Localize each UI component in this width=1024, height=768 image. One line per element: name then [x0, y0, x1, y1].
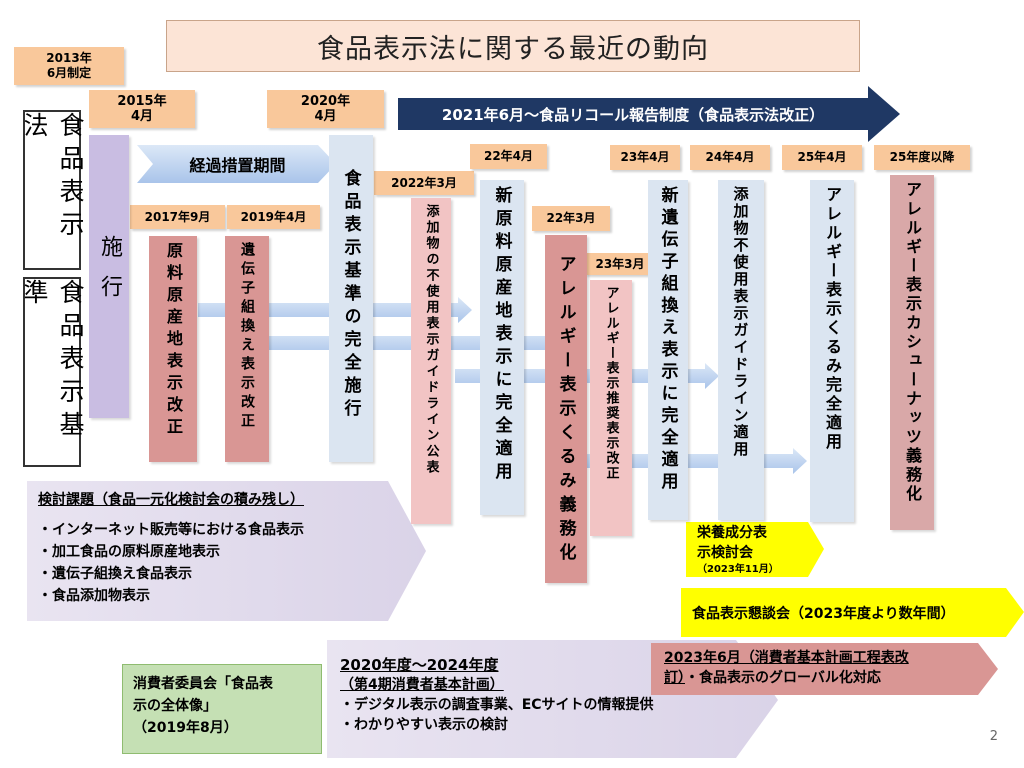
nutrition-line1: 栄養成分表: [697, 525, 767, 541]
column-tenkaguide: 添加物不使用表示ガイドライン適用: [718, 180, 764, 520]
column-tenka: 添加物の不使用表示ガイドライン公表: [411, 198, 451, 524]
issues-item: ・食品添加物表示: [38, 588, 150, 604]
standard-label-text: 食品表示基準: [20, 279, 85, 444]
basic-plan-arrow: [651, 643, 998, 695]
kondankai-label: 食品表示懇談会（2023年度より数年間）: [692, 605, 955, 622]
plan-line3: ・デジタル表示の調査事業、ECサイトの情報提供: [340, 697, 654, 713]
consumer-committee-line2: 示の全体像」: [133, 698, 217, 714]
column-kanzen-text: 食品表示基準の完全施行: [340, 169, 361, 422]
plan-line4: ・わかりやすい表示の検討: [340, 717, 508, 733]
date-23-4: 23年4月: [610, 145, 680, 170]
basic-plan-line1: 2023年6月（消費者基本計画工程表改: [664, 650, 909, 666]
column-suisho-text: アレルギー表示推奨表示改正: [603, 286, 619, 481]
column-genryo: 原料原産地表示改正: [149, 236, 197, 462]
column-shingenryo-text: 新原料原産地表示に完全適用: [491, 186, 512, 485]
issues-item: ・加工食品の原料原産地表示: [38, 544, 220, 560]
date-2019-4: 2019年4月: [227, 205, 320, 229]
nutrition-arrow: [686, 522, 824, 577]
date-23-3: 23年3月: [585, 253, 655, 275]
consumer-committee-line3: （2019年8月）: [133, 720, 238, 736]
transition-label: 経過措置期間: [189, 156, 286, 175]
date-2013: 2013年 6月制定: [14, 47, 124, 85]
standard-label: 食品表示基準: [20, 277, 85, 467]
nutrition-line2: 示検討会: [697, 545, 753, 561]
consumer-committee-box: 消費者委員会「食品表 示の全体像」 （2019年8月）: [122, 664, 322, 754]
date-22-3: 22年3月: [532, 206, 610, 231]
date-24-4: 24年4月: [690, 145, 770, 170]
page-title: 食品表示法に関する最近の動向: [166, 20, 860, 72]
column-tenka-text: 添加物の不使用表示ガイドライン公表: [423, 204, 439, 476]
issues-heading: 検討課題（食品一元化検討会の積み残し）: [38, 492, 304, 508]
recall-banner-arrow: [398, 86, 900, 142]
basic-plan-line2b: ・食品表示のグローバル化対応: [685, 670, 881, 686]
recall-banner-text: 2021年6月～食品リコール報告制度（食品表示法改正）: [441, 105, 825, 124]
issues-item: ・インターネット販売等における食品表示: [38, 522, 304, 538]
nutrition-date: （2023年11月）: [697, 564, 779, 575]
page-number: 2: [989, 729, 998, 744]
column-idenshi: 遺伝子組換え表示改正: [225, 236, 269, 462]
basic-plan-box: 2023年6月（消費者基本計画工程表改 訂）・食品表示のグローバル化対応: [664, 648, 984, 688]
issues-item: ・遺伝子組換え食品表示: [38, 566, 192, 582]
column-shinidenshi-text: 新遺伝子組換え表示に完全適用: [657, 186, 678, 494]
column-genryo-text: 原料原産地表示改正: [164, 242, 183, 440]
plan-box: 2020年度～2024年度 （第4期消費者基本計画） ・デジタル表示の調査事業、…: [340, 655, 740, 735]
date-25-plus: 25年度以降: [874, 145, 970, 170]
column-cashew: アレルギー表示カシューナッツ義務化: [890, 175, 934, 530]
column-cashew-text: アレルギー表示カシューナッツ義務化: [903, 181, 922, 504]
column-shingenryo: 新原料原産地表示に完全適用: [480, 180, 524, 515]
consumer-committee-line1: 消費者委員会「食品表: [133, 676, 273, 692]
date-25-4: 25年4月: [782, 145, 862, 170]
column-shiko: 施行: [89, 135, 129, 418]
law-label-text: 食品表示法: [20, 112, 85, 244]
column-shiko-text: 施行: [97, 235, 122, 315]
date-2015: 2015年 4月: [89, 90, 195, 128]
nutrition-box: 栄養成分表 示検討会 （2023年11月）: [697, 523, 807, 576]
plan-line2: （第4期消費者基本計画）: [340, 677, 504, 693]
column-suisho: アレルギー表示推奨表示改正: [590, 280, 632, 536]
issues-box: 検討課題（食品一元化検討会の積み残し） ・インターネット販売等における食品表示 …: [38, 489, 388, 607]
column-kanzen: 食品表示基準の完全施行: [329, 135, 373, 462]
column-kurumi: アレルギー表示くるみ義務化: [545, 235, 587, 583]
column-kurumi-kanzen: アレルギー表示くるみ完全適用: [810, 180, 854, 522]
kondankai-arrow: [681, 588, 1024, 637]
column-kurumi-kanzen-text: アレルギー表示くるみ完全適用: [823, 186, 842, 452]
date-22-4: 22年4月: [470, 144, 547, 169]
column-idenshi-text: 遺伝子組換え表示改正: [239, 242, 255, 432]
plan-line1: 2020年度～2024年度: [340, 656, 499, 674]
law-label: 食品表示法: [20, 110, 85, 270]
basic-plan-line2a: 訂）: [664, 670, 685, 686]
column-tenkaguide-text: 添加物不使用表示ガイドライン適用: [731, 186, 750, 458]
issues-arrow: [27, 481, 426, 621]
date-2017-9: 2017年9月: [130, 205, 225, 229]
transition-arrow: [137, 145, 336, 183]
date-2020: 2020年 4月: [267, 90, 384, 128]
date-2022-3: 2022年3月: [374, 171, 474, 195]
column-shinidenshi: 新遺伝子組換え表示に完全適用: [648, 180, 688, 520]
column-kurumi-text: アレルギー表示くるみ義務化: [555, 255, 576, 567]
basic-plan-line2: 訂）・食品表示のグローバル化対応: [664, 668, 984, 688]
